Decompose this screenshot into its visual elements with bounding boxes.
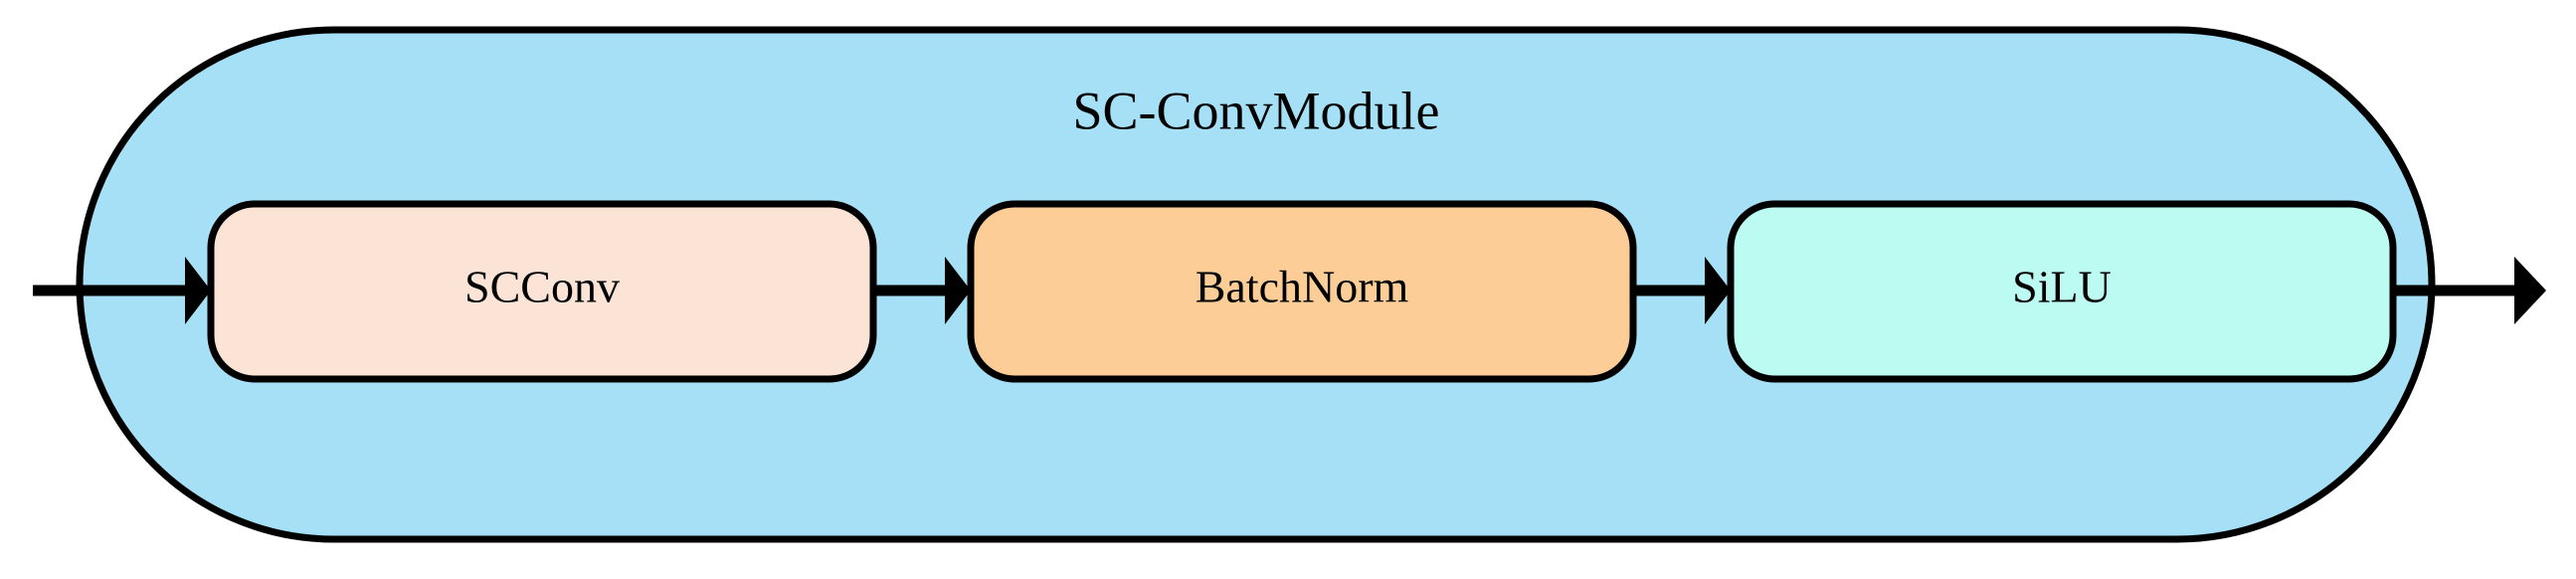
arrowhead-silu	[1705, 257, 1731, 324]
block-label-scconv: SCConv	[464, 262, 620, 312]
arrow-scconv-to-batchnorm	[873, 257, 971, 324]
module-title: SC-ConvModule	[1072, 81, 1439, 140]
input-arrow	[33, 257, 211, 324]
block-label-silu: SiLU	[2012, 262, 2112, 312]
arrow-batchnorm-to-silu	[1633, 257, 1731, 324]
output-arrowhead	[2514, 257, 2546, 324]
arrowhead-batchnorm	[945, 257, 971, 324]
output-arrow	[2393, 257, 2546, 324]
input-arrowhead	[185, 257, 211, 324]
block-label-batchnorm: BatchNorm	[1196, 262, 1409, 312]
